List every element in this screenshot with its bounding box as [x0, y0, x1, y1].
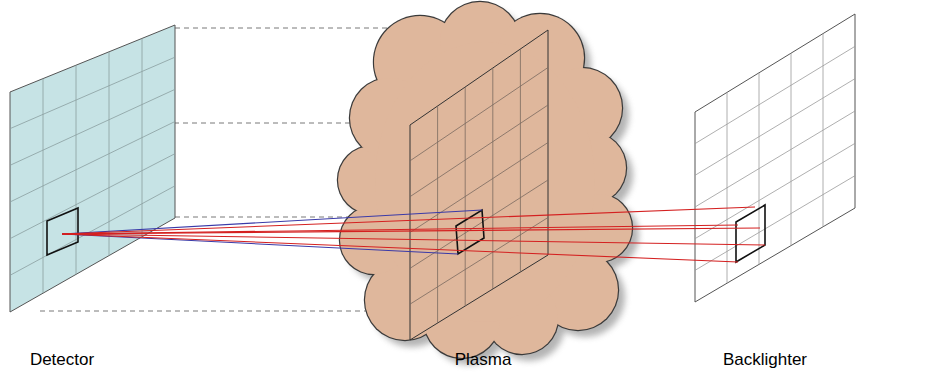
ray-line — [62, 228, 760, 234]
rays — [62, 207, 765, 262]
plane-outline — [10, 25, 175, 312]
ray-line — [62, 207, 755, 234]
grid-line — [695, 176, 855, 271]
cloud-shadow — [345, 9, 639, 365]
grid-line — [695, 143, 855, 238]
plasma-plane — [410, 30, 548, 340]
plane-outline — [695, 14, 855, 302]
grid-line — [695, 79, 855, 176]
plasma-cloud — [338, 2, 632, 358]
pixel-cell — [47, 208, 78, 255]
grid-line — [10, 154, 175, 239]
part-label: Plasma — [455, 350, 512, 370]
grid-line — [10, 89, 175, 165]
grid-line — [410, 143, 548, 233]
part-label: Detector — [30, 350, 94, 370]
backlighter-plane — [695, 14, 855, 302]
pixel-cell — [736, 205, 765, 262]
grid-line — [695, 111, 855, 207]
grid-line — [695, 46, 855, 143]
grid-line — [410, 180, 548, 268]
ray-line — [62, 234, 738, 262]
ray-line — [62, 234, 765, 245]
plane-outline — [410, 30, 548, 340]
plasma-cloud-outline — [337, 1, 633, 359]
cloud-body — [375, 42, 595, 322]
grid-line — [10, 57, 175, 129]
pixel-cell — [456, 210, 484, 254]
grid-line — [10, 122, 175, 203]
detector-plane — [10, 25, 175, 312]
grid-line — [410, 68, 548, 161]
part-label: Backlighter — [723, 350, 807, 370]
grid-line — [410, 105, 548, 197]
cloud-body — [374, 41, 596, 323]
